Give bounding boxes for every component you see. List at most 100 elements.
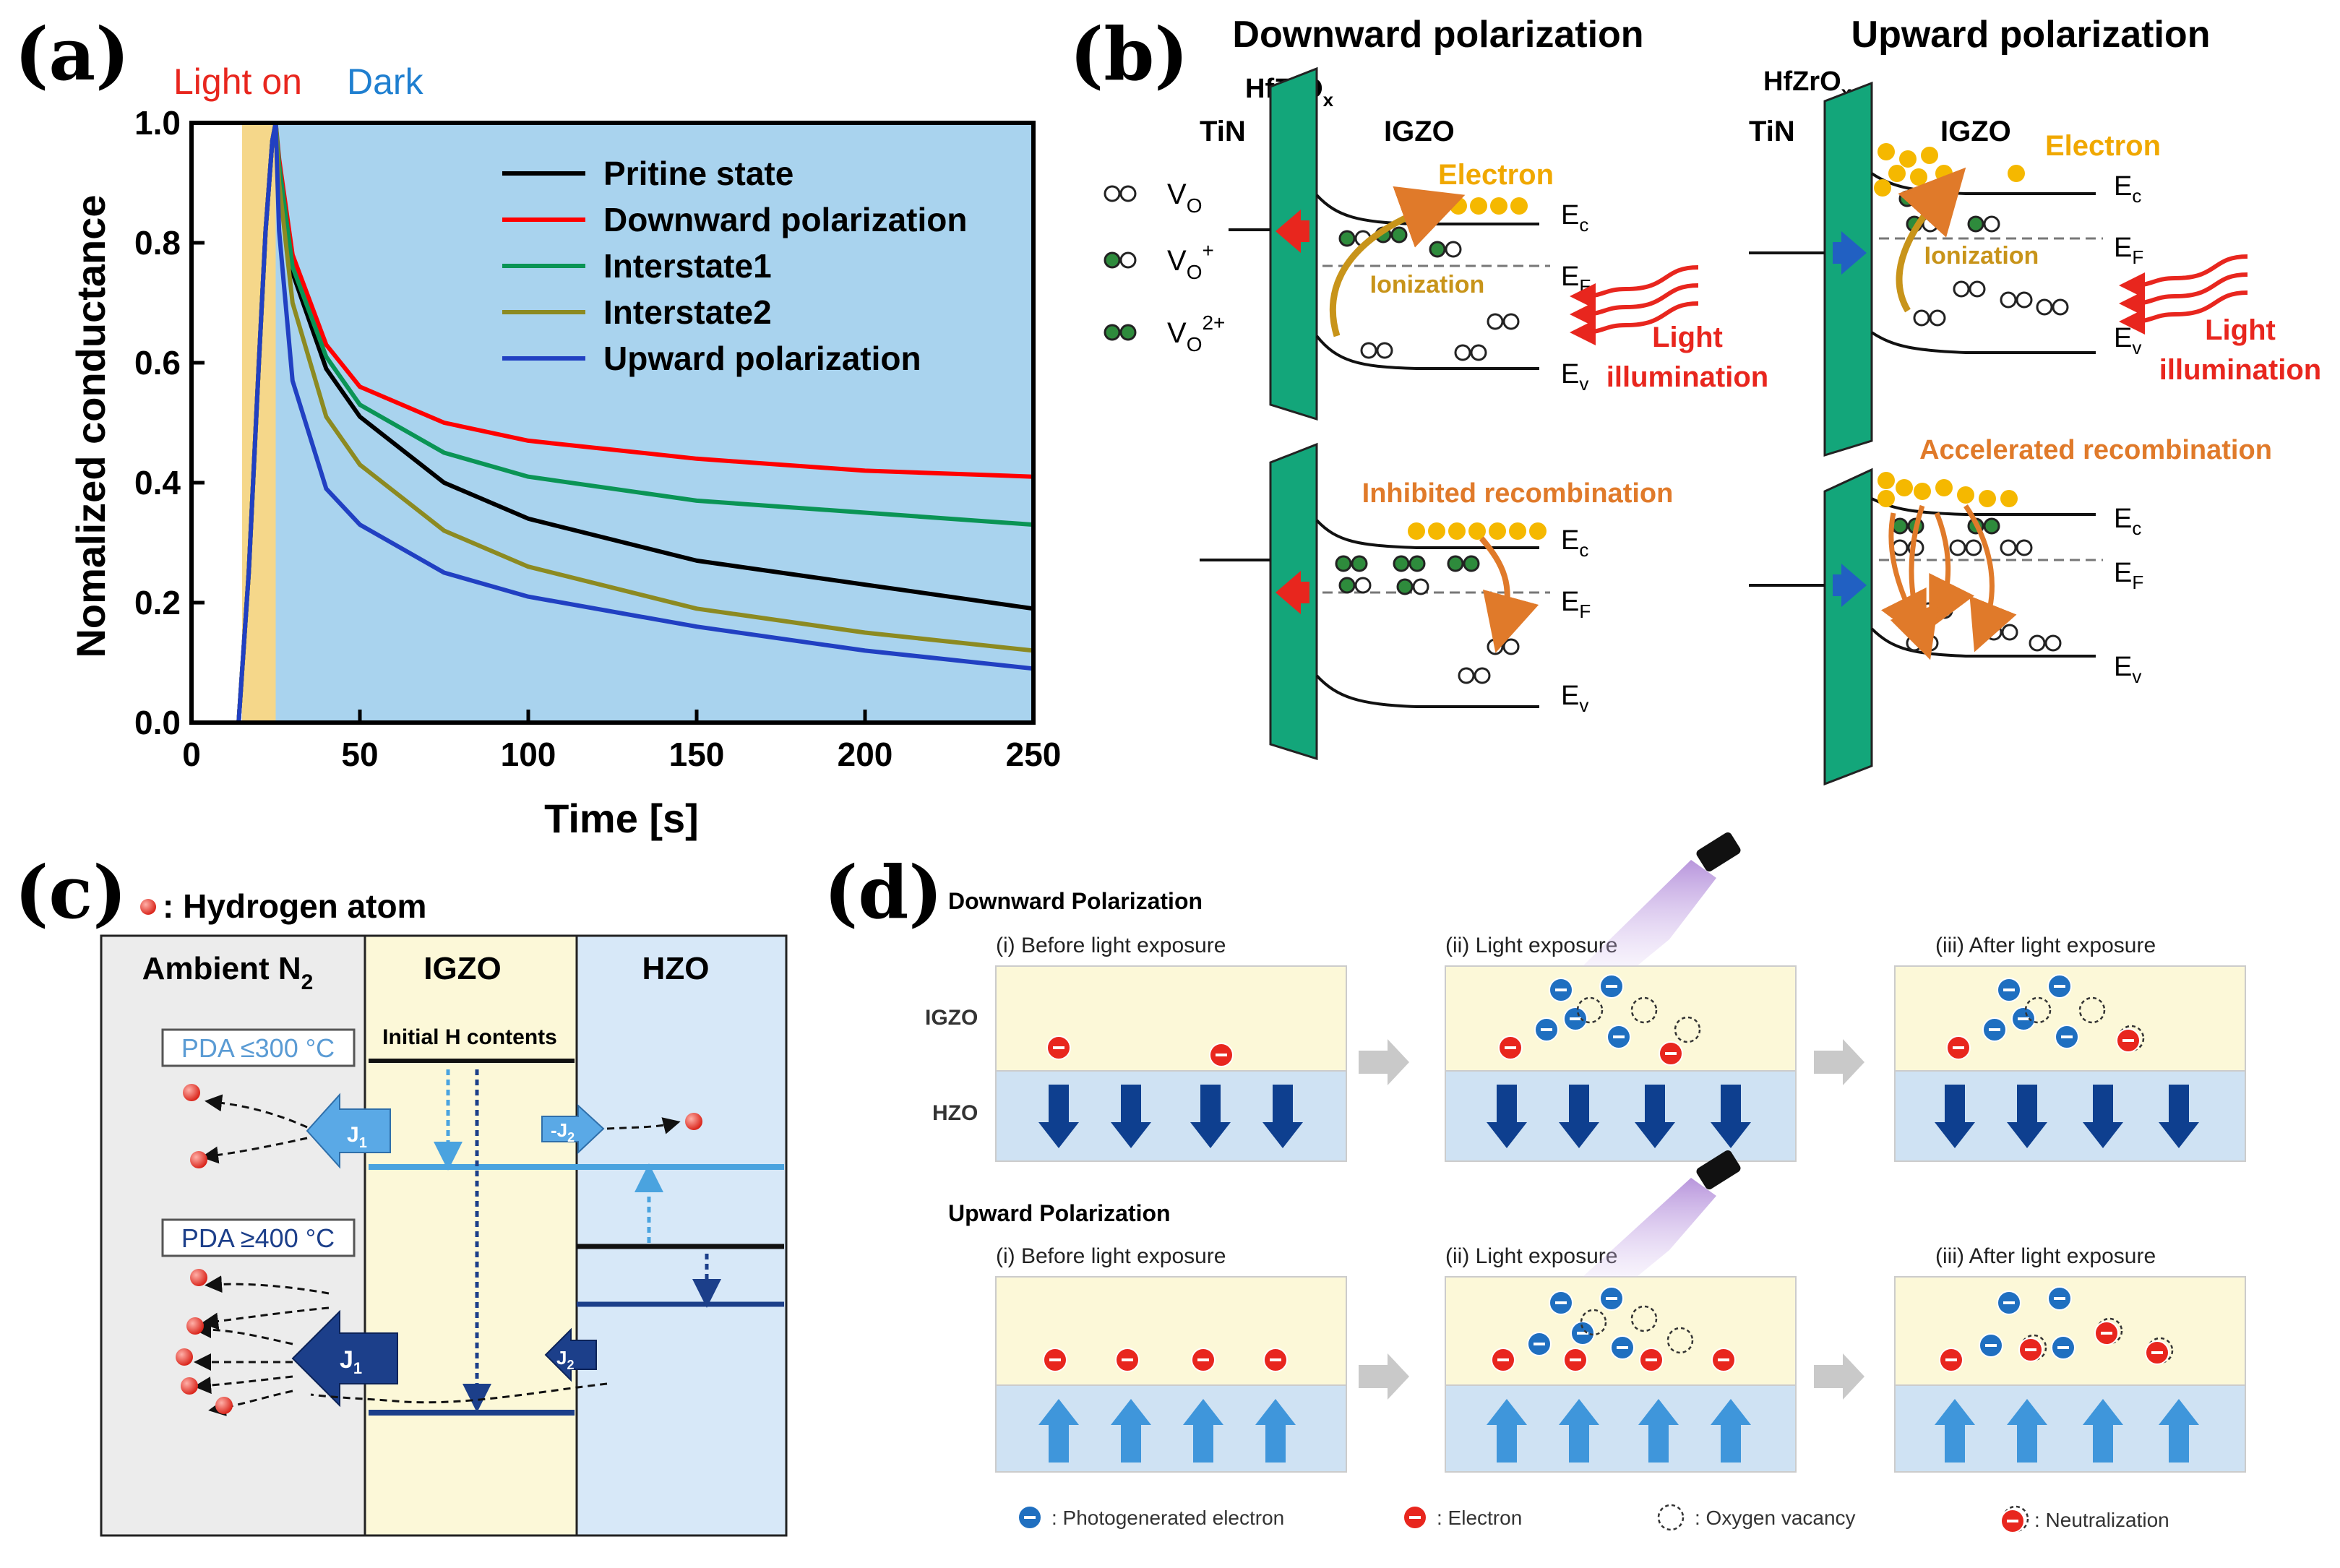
legend-label-5: Upward polarization: [603, 340, 921, 377]
legend-neutralization: : Neutralization: [2034, 1509, 2169, 1531]
hzo-region: [575, 934, 788, 1537]
svg-text:-J2: -J2: [551, 1119, 575, 1145]
panel-b: (b) Downward polarization Upward polariz…: [1070, 12, 2321, 786]
panel-d-label: (d): [824, 850, 943, 935]
hydrogen-atom-icon: [140, 899, 156, 915]
svg-text:Ionization: Ionization: [1924, 242, 2039, 270]
series-line-5: [192, 121, 1034, 725]
upward-title: Upward polarization: [1851, 14, 2211, 56]
light-on-label: Light on: [173, 61, 302, 102]
up-state-before: [995, 1276, 1347, 1473]
x-tick-label-5: 250: [1006, 736, 1062, 773]
svg-text:EF: EF: [2114, 558, 2143, 593]
step-before-up: (i) Before light exposure: [996, 1244, 1226, 1268]
svg-text:Ec: Ec: [2114, 171, 2141, 207]
igzo-header: IGZO: [423, 951, 502, 986]
legend-label-4: Interstate2: [603, 293, 772, 331]
svg-text:J1: J1: [340, 1346, 362, 1377]
upward-polarization-title: Upward Polarization: [948, 1200, 1171, 1226]
hzo-header: HZO: [642, 951, 710, 986]
y-tick-label-1: 0.2: [134, 584, 181, 621]
svg-text:IGZO: IGZO: [1940, 116, 2011, 147]
pda-low-label: PDA ≤300 °C: [181, 1033, 335, 1063]
initial-h-label: Initial H contents: [382, 1025, 557, 1049]
dark-region: [275, 123, 1033, 723]
hydrogen-legend: : Hydrogen atom: [163, 887, 426, 925]
svg-text:HfZrOx: HfZrOx: [1763, 66, 1852, 103]
illumination-label-1: illumination: [1606, 361, 1768, 393]
igzo-region: [364, 934, 578, 1537]
svg-text:TiN: TiN: [1749, 116, 1795, 147]
ef-label: EF: [1561, 262, 1591, 297]
down-state-during: [1445, 832, 1797, 1162]
ec-label: Ec: [1561, 200, 1588, 236]
x-tick-label-0: 0: [182, 736, 201, 773]
j1-arrow-high: [291, 1309, 398, 1408]
y-axis-label: Nomalized conductance: [68, 194, 113, 658]
vo-plus-legend: VO+: [1167, 239, 1214, 283]
step-after-down: (iii) After light exposure: [1935, 934, 2156, 957]
y-tick-label-2: 0.4: [134, 464, 181, 501]
step-during-down: (ii) Light exposure: [1445, 934, 1617, 957]
step-after-up: (iii) After light exposure: [1935, 1244, 2156, 1268]
svg-text:Ev: Ev: [1561, 681, 1588, 716]
svg-text:Ec: Ec: [2114, 504, 2141, 539]
ev-label: Ev: [1561, 359, 1588, 395]
y-tick-label-4: 0.8: [134, 224, 181, 262]
down-band-diagram-light: HfZrOx TiN IGZO Electron Ionization Ec E…: [1200, 66, 1768, 421]
x-tick-label-4: 200: [838, 736, 893, 773]
x-tick-label-2: 100: [501, 736, 556, 773]
legend-label-1: Pritine state: [603, 155, 793, 192]
plot-frame: [189, 121, 1036, 725]
svg-text:J2: J2: [556, 1347, 574, 1372]
vo-2plus-legend: VO2+: [1167, 311, 1225, 356]
pda-high-label: PDA ≥400 °C: [181, 1223, 335, 1253]
pda-low-box: [161, 1028, 356, 1067]
svg-text:Ev: Ev: [2114, 323, 2141, 358]
svg-text:EF: EF: [1561, 587, 1591, 622]
panel-a-label: (a): [14, 12, 129, 97]
x-tick-label-3: 150: [669, 736, 725, 773]
j2-arrow-high: [544, 1327, 597, 1382]
light-label-1: Light: [1652, 322, 1723, 353]
y-tick-label-5: 1.0: [134, 104, 181, 142]
down-state-after: [1894, 965, 2246, 1162]
light-on-region: [241, 123, 276, 723]
svg-text:EF: EF: [2114, 233, 2143, 268]
up-band-diagram-light: HfZrOx TiN IGZO Electron Ionization Ec E…: [1749, 66, 2321, 457]
tin-label: TiN: [1200, 116, 1246, 147]
step-before-down: (i) Before light exposure: [996, 934, 1226, 957]
inhibited-label: Inhibited recombination: [1362, 478, 1674, 509]
ionization-label: Ionization: [1370, 271, 1485, 298]
x-axis-label: Time [s]: [544, 796, 699, 841]
legend-vacancy: : Oxygen vacancy: [1695, 1507, 1856, 1529]
up-band-diagram-dark: Accelerated recombination Ec EF Ev: [1749, 435, 2272, 786]
polarization-arrow-left: [1276, 210, 1309, 253]
up-state-during: [1445, 1150, 1797, 1473]
svg-text:Electron: Electron: [2045, 130, 2161, 162]
down-band-diagram-dark: Inhibited recombination Ec EF Ev: [1200, 442, 1674, 761]
svg-text:illumination: illumination: [2159, 354, 2321, 386]
vo-legend: VO: [1167, 178, 1202, 217]
down-state-before: [995, 965, 1347, 1162]
panel-b-label: (b): [1070, 12, 1189, 97]
step-during-up: (ii) Light exposure: [1445, 1244, 1617, 1268]
flashlight-icon: [1696, 832, 1741, 871]
j1-arrow-low: [306, 1093, 391, 1169]
svg-text:Ev: Ev: [2114, 652, 2141, 687]
panel-c: (c) : Hydrogen atom Ambient N2 IGZO HZO …: [14, 850, 788, 1537]
y-tick-label-3: 0.6: [134, 344, 181, 382]
panel-c-label: (c): [14, 850, 127, 935]
legend-label-2: Downward polarization: [603, 201, 967, 238]
electron-label: Electron: [1438, 159, 1554, 191]
igzo-label: IGZO: [1384, 116, 1455, 147]
hzo-side-label: HZO: [932, 1101, 978, 1125]
j2-arrow-low: [541, 1103, 605, 1155]
accelerated-label: Accelerated recombination: [1919, 435, 2272, 465]
svg-text:Light: Light: [2205, 314, 2276, 346]
up-state-after: [1894, 1276, 2246, 1473]
x-tick-label-1: 50: [341, 736, 378, 773]
